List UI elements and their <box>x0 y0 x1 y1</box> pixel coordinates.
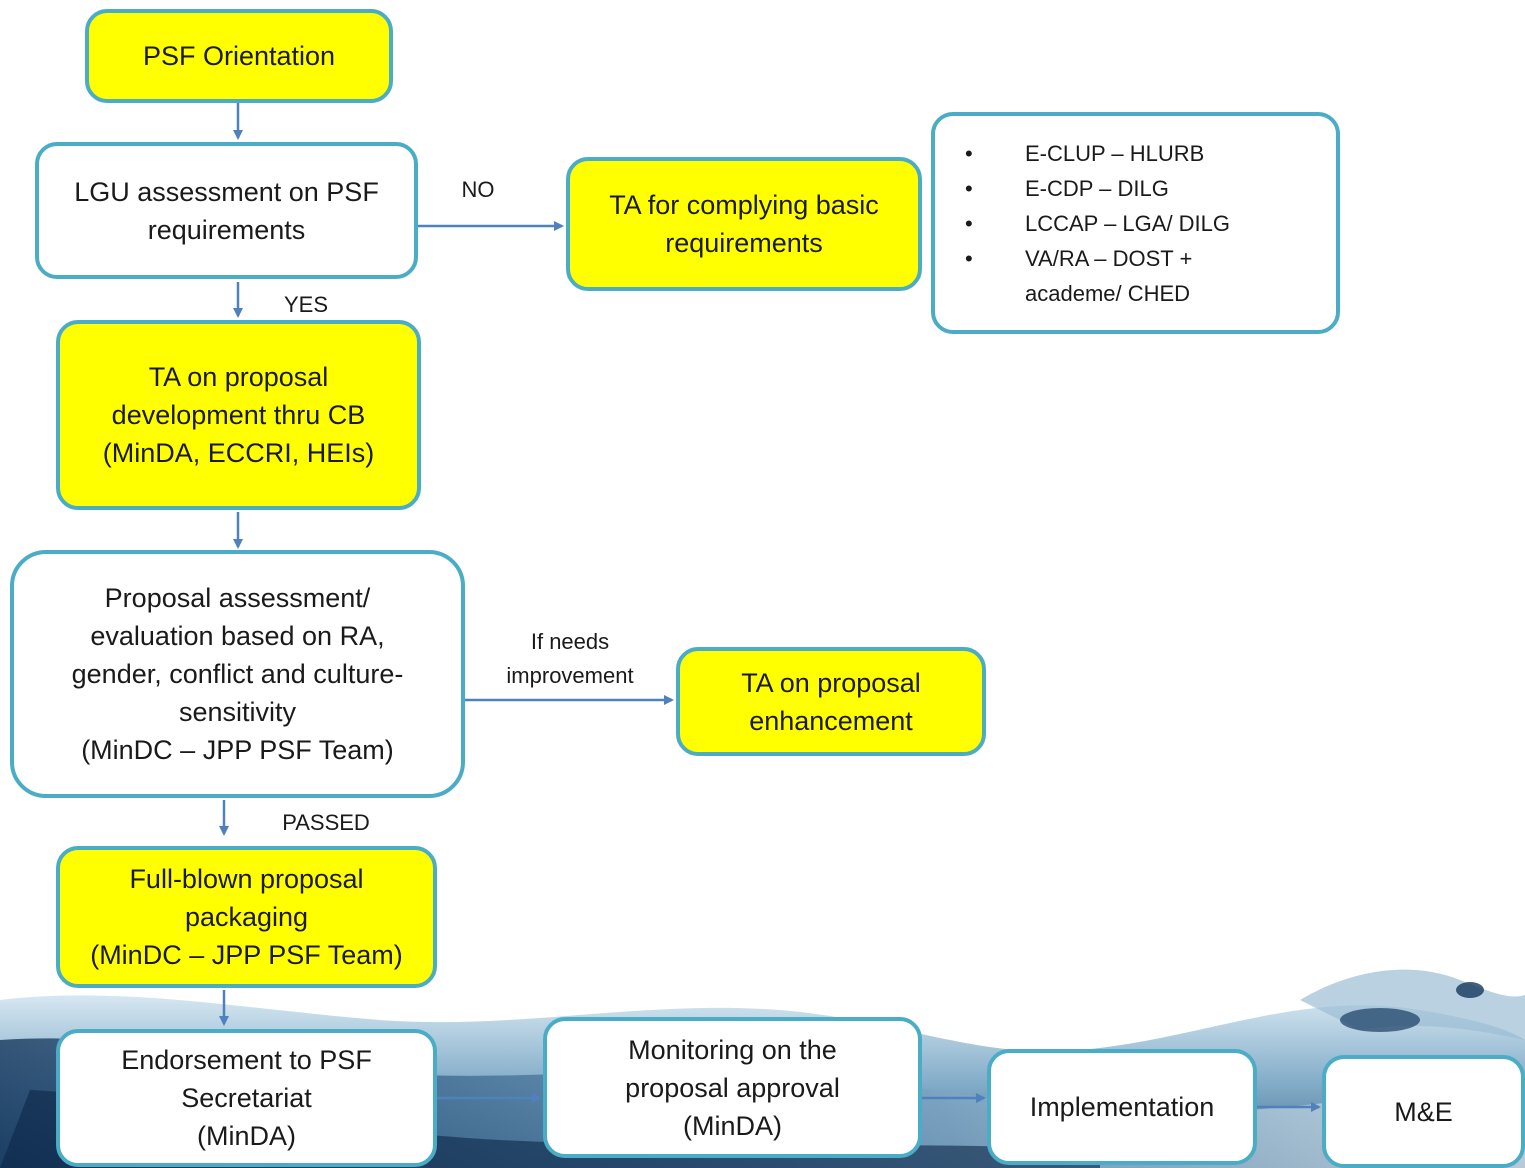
node-full-blown-text: Full-blown proposal packaging (MinDC – J… <box>90 864 403 970</box>
requirement-item-text: E-CLUP – HLURB <box>1025 140 1205 166</box>
edge-label-if-needs-improvement: If needs improvement <box>506 629 634 688</box>
requirements-list: •E-CLUP – HLURB •E-CDP – DILG •LCCAP – L… <box>957 136 1230 311</box>
node-proposal-assessment: Proposal assessment/ evaluation based on… <box>10 550 465 798</box>
node-ta-basic-text: TA for complying basic requirements <box>609 190 879 258</box>
node-monitoring: Monitoring on the proposal approval (Min… <box>543 1017 922 1158</box>
edge-label-passed: PASSED <box>282 810 370 835</box>
node-lgu-assessment-text: LGU assessment on PSF requirements <box>74 176 379 245</box>
requirement-item-text: LCCAP – LGA/ DILG <box>1025 210 1231 236</box>
node-monitoring-text: Monitoring on the proposal approval (Min… <box>625 1034 840 1141</box>
node-ta-enhancement: TA on proposal enhancement <box>676 647 986 756</box>
requirement-item: •E-CDP – DILG <box>965 175 1169 201</box>
node-ta-basic-requirements: TA for complying basic requirements <box>566 157 922 291</box>
node-ta-proposal-dev-text: TA on proposal development thru CB (MinD… <box>102 362 375 468</box>
node-me-text: M&E <box>1394 1096 1453 1127</box>
node-implementation-text: Implementation <box>1029 1092 1215 1122</box>
requirement-item: •LCCAP – LGA/ DILG <box>965 210 1231 236</box>
node-requirements-list: •E-CLUP – HLURB •E-CDP – DILG •LCCAP – L… <box>931 112 1340 334</box>
node-endorsement: Endorsement to PSF Secretariat (MinDA) <box>56 1029 437 1167</box>
node-ta-proposal-development: TA on proposal development thru CB (MinD… <box>56 320 421 510</box>
node-psf-orientation: PSF Orientation <box>85 9 393 103</box>
edge-label-no: NO <box>461 177 495 202</box>
requirement-item: •E-CLUP – HLURB <box>965 140 1205 166</box>
node-ta-enhancement-text: TA on proposal enhancement <box>741 667 921 736</box>
node-me: M&E <box>1322 1055 1525 1168</box>
edge-label-yes: YES <box>283 292 329 317</box>
requirement-item: •VA/RA – DOST + academe/ CHED <box>965 245 1193 306</box>
requirement-item-text: E-CDP – DILG <box>1025 175 1169 201</box>
requirement-item-text: VA/RA – DOST + academe/ CHED <box>1025 245 1193 306</box>
node-implementation: Implementation <box>987 1049 1257 1165</box>
node-lgu-assessment: LGU assessment on PSF requirements <box>35 142 418 279</box>
node-full-blown-packaging: Full-blown proposal packaging (MinDC – J… <box>56 846 437 988</box>
node-proposal-assessment-text: Proposal assessment/ evaluation based on… <box>71 583 404 765</box>
node-psf-orientation-text: PSF Orientation <box>142 41 336 71</box>
node-endorsement-text: Endorsement to PSF Secretariat (MinDA) <box>121 1045 372 1151</box>
